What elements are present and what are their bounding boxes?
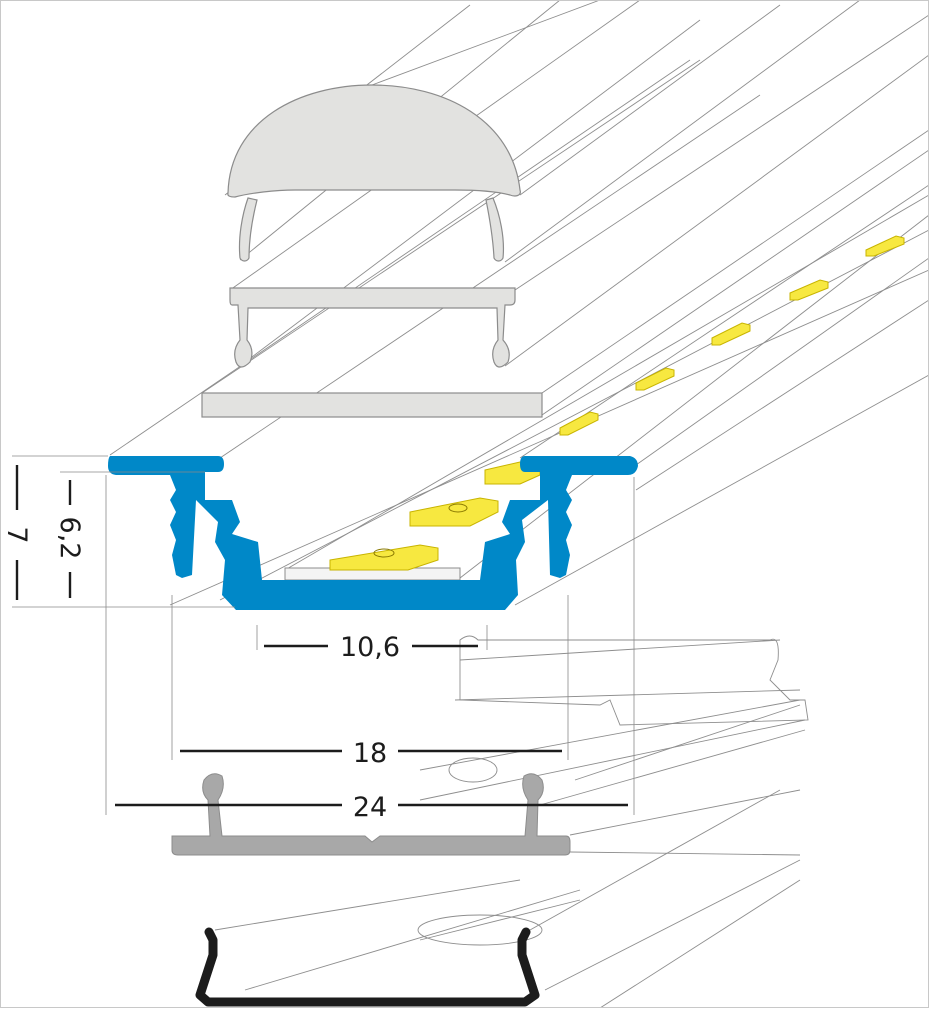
mounting-hole [448,757,498,783]
led-chip [329,544,439,571]
dim-base-width: 18 [180,738,562,769]
led-chip [635,367,675,391]
dim-total-width: 24 [115,792,628,823]
flat-clip-cover [229,287,516,368]
dim-height-inner: 6,2 [54,480,85,598]
led-chip [559,411,599,436]
dim-height-inner-label: 6,2 [54,517,85,560]
end-bracket [195,927,540,1007]
dim-base-width-label: 18 [353,738,387,769]
dim-channel-width: 10,6 [264,632,478,663]
dim-total-width-label: 24 [353,792,387,823]
dim-height-outer: 7 [1,465,32,600]
dim-channel-width-label: 10,6 [340,632,400,663]
led-chip [789,279,829,301]
led-chip [865,235,905,257]
aluminium-profile [108,456,638,610]
bracket-hole [417,914,543,946]
dimension-guides [12,455,635,815]
led-chip [711,322,751,346]
round-diffuser-cover [227,84,521,262]
clip-profile-outline [459,635,809,726]
led-chip [409,497,499,527]
extrusion-lines [109,0,929,1009]
dim-height-outer-label: 7 [1,526,32,543]
flat-diffuser-strip [201,392,543,418]
mounting-clip [171,773,571,856]
